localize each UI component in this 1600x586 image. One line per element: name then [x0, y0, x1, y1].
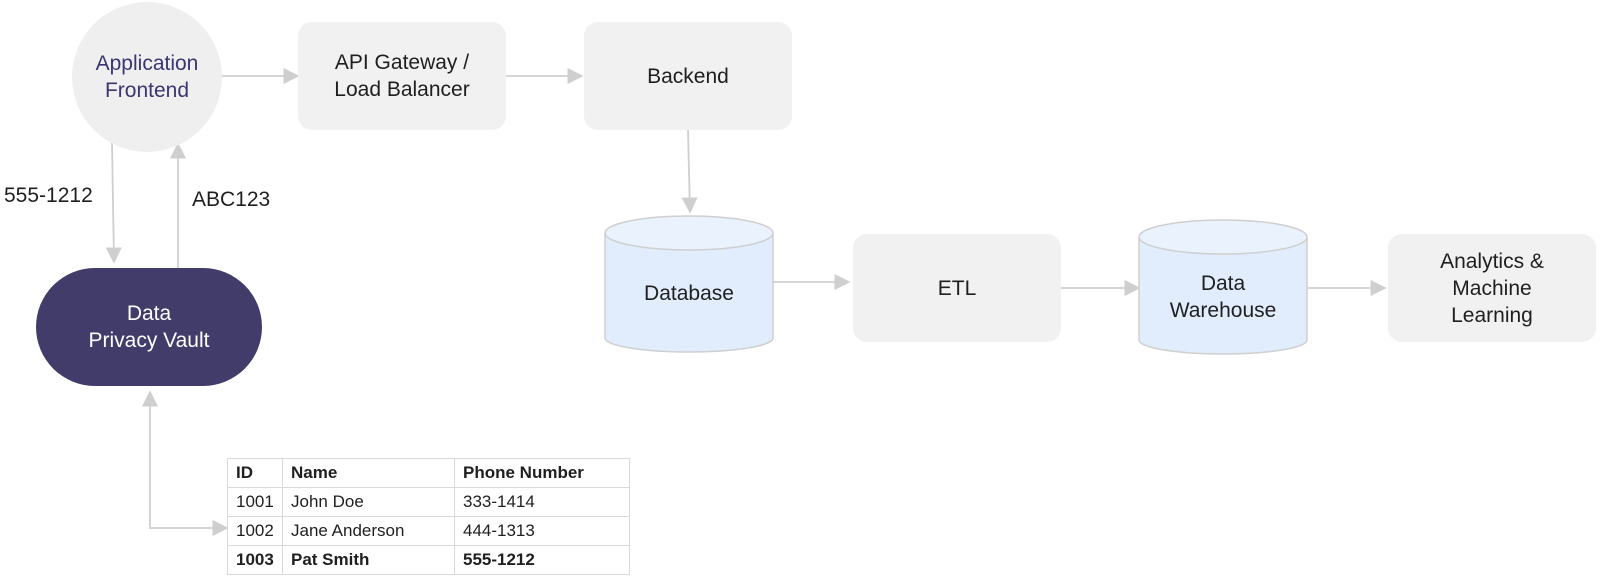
header-phone: Phone Number	[454, 458, 630, 488]
cell-name: John Doe	[282, 487, 455, 517]
cell-name: Pat Smith	[282, 545, 455, 575]
cell-phone: 444-1313	[454, 516, 630, 546]
api-gateway-node: API Gateway / Load Balancer	[298, 22, 506, 130]
analytics-ml-node: Analytics & Machine Learning	[1388, 234, 1596, 342]
database-label: Database	[644, 281, 734, 305]
edge-label-token: ABC123	[192, 188, 271, 211]
cell-phone: 555-1212	[454, 545, 630, 575]
data-privacy-vault-label: Data Privacy Vault	[88, 302, 210, 352]
data-warehouse-label: Data Warehouse	[1169, 272, 1277, 322]
etl-label: ETL	[937, 276, 977, 300]
backend-node: Backend	[584, 22, 792, 130]
edge-label-phone: 555-1212	[4, 184, 93, 207]
backend-label: Backend	[647, 64, 729, 88]
analytics-ml-label: Analytics & Machine Learning	[1440, 249, 1544, 327]
table-header-row: ID Name Phone Number	[227, 458, 630, 488]
table-row: 1001 John Doe 333-1414	[227, 487, 630, 517]
table-row: 1002 Jane Anderson 444-1313	[227, 516, 630, 546]
vault-table: ID Name Phone Number 1001 John Doe 333-1…	[227, 458, 630, 575]
arrow-vault-table-link	[141, 390, 229, 537]
etl-node: ETL	[853, 234, 1061, 342]
api-gateway-label: API Gateway / Load Balancer	[334, 51, 470, 101]
data-privacy-vault-node: Data Privacy Vault	[36, 268, 262, 386]
header-id: ID	[227, 458, 283, 488]
cell-id: 1002	[227, 516, 283, 546]
cell-phone: 333-1414	[454, 487, 630, 517]
database-cylinder	[604, 215, 774, 353]
warehouse-cylinder	[1138, 219, 1308, 355]
header-name: Name	[282, 458, 455, 488]
arrow-backend-to-database	[681, 129, 698, 214]
arrow-frontend-to-vault	[105, 141, 122, 264]
cell-name: Jane Anderson	[282, 516, 455, 546]
application-frontend-node: Application Frontend	[72, 2, 222, 152]
application-frontend-label: Application Frontend	[95, 52, 199, 102]
database-node: Database	[605, 258, 773, 328]
cell-id: 1001	[227, 487, 283, 517]
data-warehouse-node: Data Warehouse	[1139, 262, 1307, 332]
cell-id: 1003	[227, 545, 283, 575]
table-row-highlighted: 1003 Pat Smith 555-1212	[227, 545, 630, 575]
